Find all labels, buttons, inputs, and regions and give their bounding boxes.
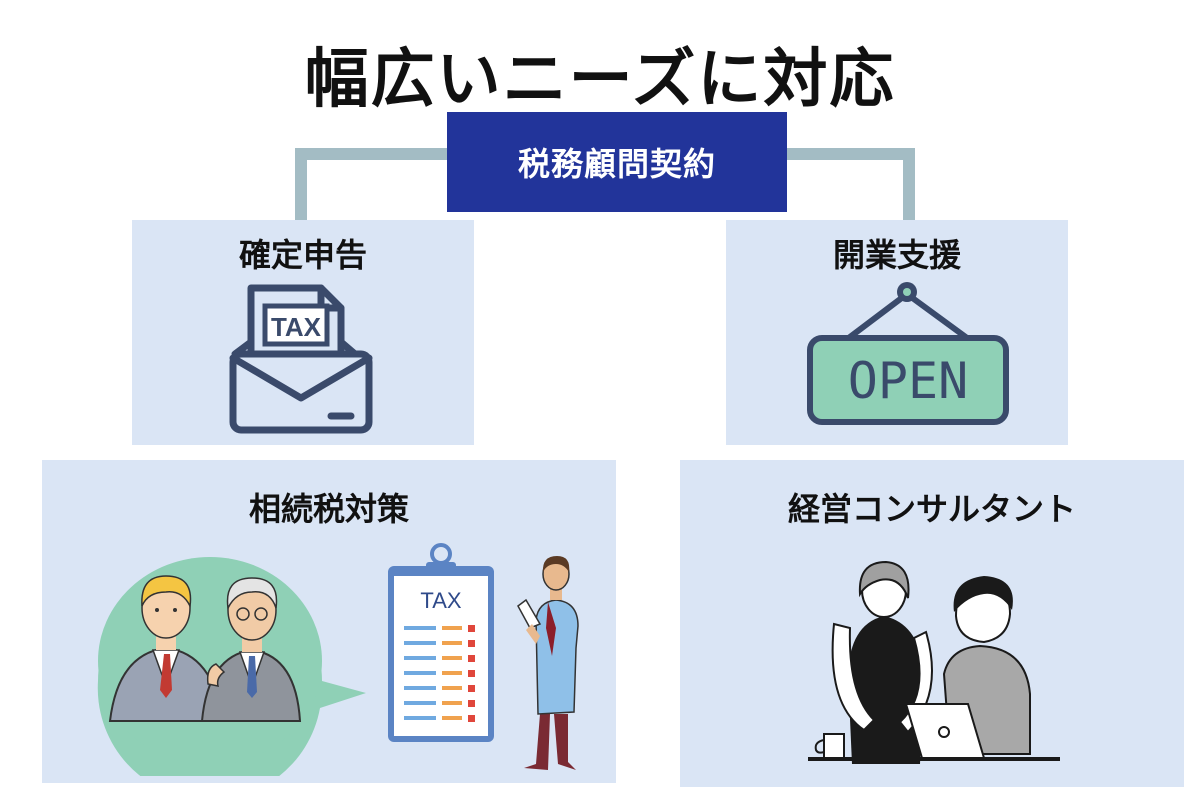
presenter-figure <box>517 556 579 770</box>
open-sign-text: OPEN <box>848 352 968 410</box>
card-management-consulting: 経営コンサルタント <box>680 460 1184 787</box>
tax-envelope-text: TAX <box>271 312 322 342</box>
card-management-consulting-label: 経営コンサルタント <box>787 490 1076 528</box>
card-tax-return: 確定申告 TAX <box>132 220 474 445</box>
business-consulting-illustration <box>808 560 1060 764</box>
tax-envelope-icon: TAX <box>229 284 373 434</box>
open-sign-icon: OPEN <box>807 282 1009 425</box>
card-inheritance-tax-label: 相続税対策 <box>248 490 409 528</box>
connector-left-horizontal <box>295 148 447 160</box>
card-tax-return-label: 確定申告 <box>238 236 367 274</box>
connector-right-horizontal <box>787 148 915 160</box>
clipboard-tax-text: TAX <box>420 588 461 613</box>
young-man-figure <box>108 575 224 722</box>
card-inheritance-tax: 相続税対策 <box>42 460 616 783</box>
connector-left-vertical <box>295 148 307 223</box>
center-node-tax-advisory: 税務顧問契約 <box>447 112 787 212</box>
card-startup-support: 開業支援 OPEN <box>726 220 1068 445</box>
page-title: 幅広いニーズに対応 <box>304 43 896 117</box>
clipboard-tax-list: TAX <box>388 543 494 742</box>
inheritance-tax-illustration: TAX <box>97 543 579 776</box>
elderly-man-figure <box>200 577 302 722</box>
card-startup-support-label: 開業支援 <box>832 236 961 274</box>
mug-icon <box>814 733 845 759</box>
woman-figure <box>831 560 933 764</box>
connector-right-vertical <box>903 148 915 223</box>
